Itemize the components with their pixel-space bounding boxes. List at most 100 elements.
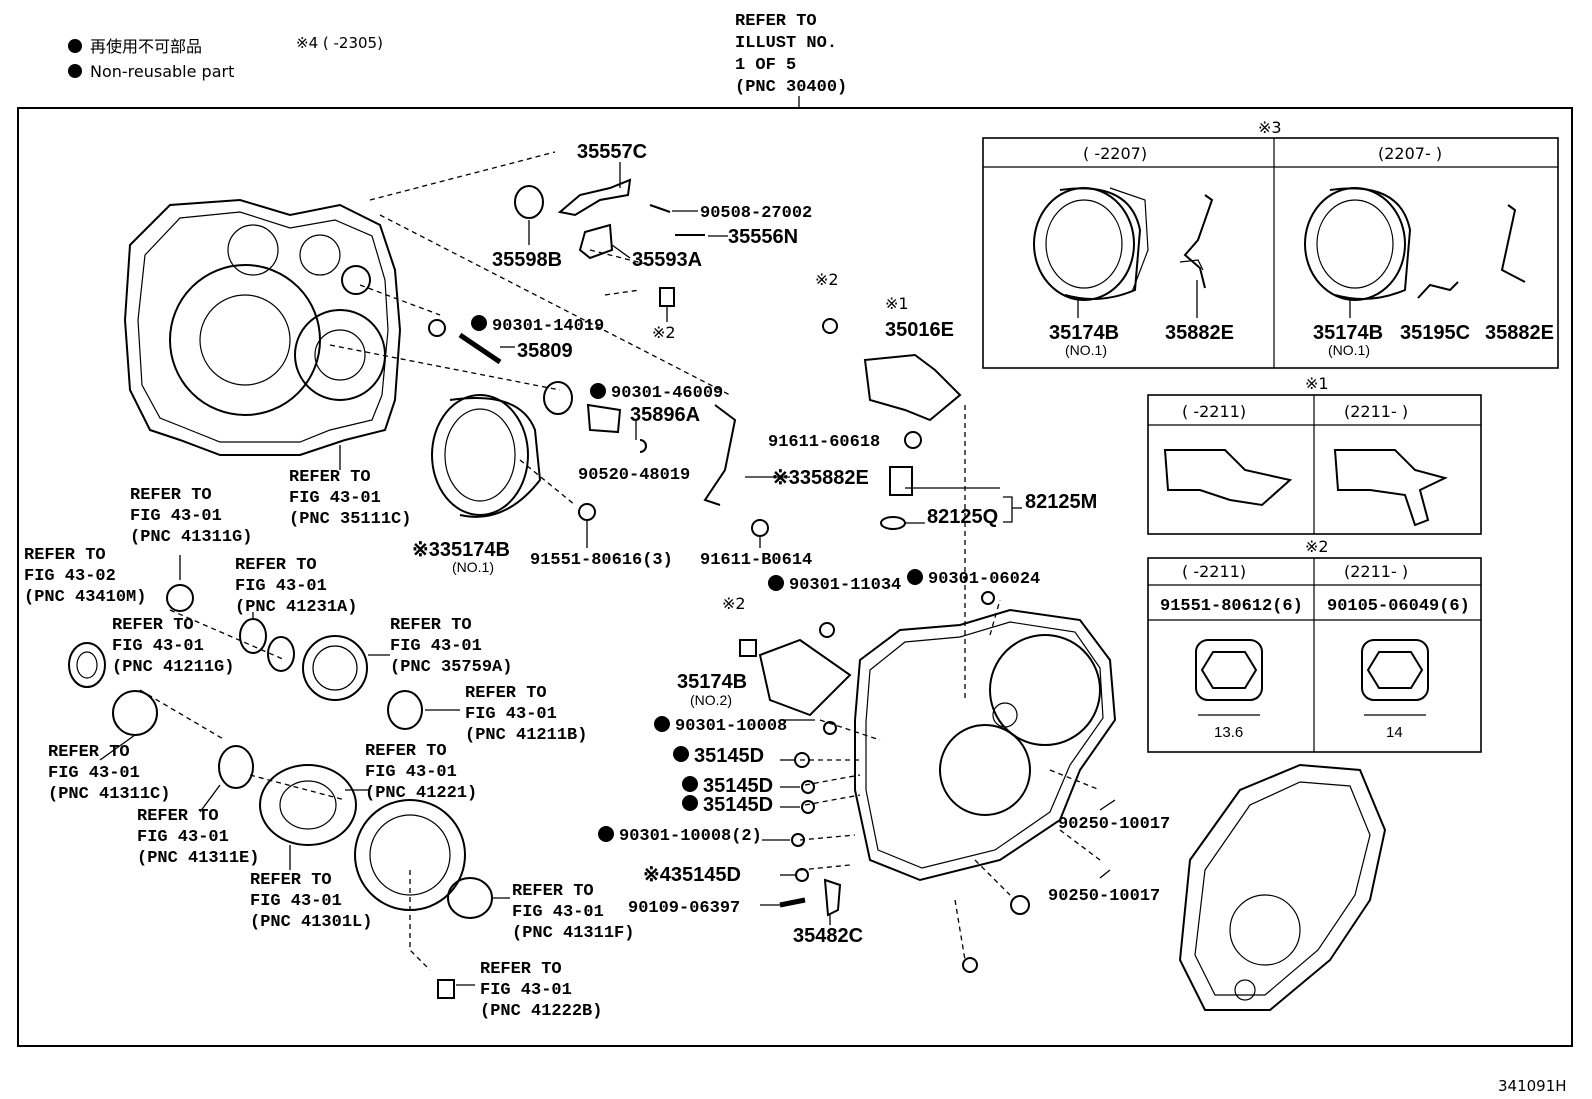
top-ref-line: ILLUST NO. [735,34,837,53]
ref-line: REFER TO [250,871,332,890]
part-label: 90301-10008(2) [619,827,762,846]
top-reference: REFER TO ILLUST NO. 1 OF 5 (PNC 30400) [735,12,847,108]
inset-1-right-header: (2211- ) [1344,402,1408,421]
inset-3-right-header: (2207- ) [1378,144,1442,163]
non-reusable-dot-icon [654,716,670,732]
part-label: 90301-10008 [675,717,787,736]
non-reusable-dot-icon [68,64,82,78]
ref-line: FIG 43-01 [235,577,327,596]
part-label: 35809 [517,340,573,362]
inset-2-left-dim: 13.6 [1214,724,1243,741]
ref-line: FIG 43-01 [365,763,457,782]
non-reusable-dot-icon [907,569,923,585]
ref-line: (PNC 41311E) [137,849,259,868]
ref-line: REFER TO [512,882,594,901]
part-label: 90301-06024 [928,570,1040,589]
ref-line: FIG 43-01 [512,903,604,922]
inset-2-right-dim: 14 [1386,724,1403,741]
legend-jp: 再使用不可部品 [90,37,202,56]
ref-line: REFER TO [112,616,194,635]
part-label: 35593A [632,249,702,271]
part-label: 90250-10017 [1048,887,1160,906]
transmission-case-drawing [123,198,402,456]
inset-3-right-part: 35195C [1400,322,1470,344]
part-label: 35145D [703,775,773,797]
part-label: 35016E [885,319,954,341]
part-label-sub: (NO.1) [452,559,494,575]
ref-line: (PNC 41221) [365,784,477,803]
ref-line: (PNC 41311F) [512,924,634,943]
part-label: 91551-80616(3) [530,551,673,570]
ref-line: REFER TO [289,468,371,487]
part-label-mark: ※2 [652,323,676,342]
bolt-head-drawing [1195,639,1263,701]
inset-2-right-part: 90105-06049(6) [1327,597,1470,616]
part-label: 91611-60618 [768,433,880,452]
ref-line: REFER TO [137,807,219,826]
ref-line: (PNC 41311G) [130,528,252,547]
part-label: 82125M [1025,491,1097,513]
part-label: ※335174B [412,539,510,561]
extension-housing-drawing [1178,763,1387,1011]
inset-3-left-part: 35174B [1049,322,1119,344]
part-labels: 35557C 90508-27002 35556N 35598B 35593A … [412,141,1170,947]
bracket-drawing [1179,194,1214,289]
non-reusable-dot-icon [471,315,487,331]
non-reusable-dot-icon [590,383,606,399]
ref-line: FIG 43-01 [48,764,140,783]
inset-1-left-header: ( -2211) [1182,402,1246,421]
inset-1-mark: ※1 [1305,374,1329,393]
bracket-drawing [863,353,962,422]
clip-drawing [1417,281,1459,299]
part-label-mark: ※2 [815,270,839,289]
ref-line: FIG 43-01 [250,892,342,911]
part-label-mark: ※2 [722,594,746,613]
reference-labels: REFER TO FIG 43-01 (PNC 35111C) REFER TO… [24,468,634,1021]
part-label: 90250-10017 [1058,815,1170,834]
legend: 再使用不可部品 Non-reusable part ※4 ( -2305) [68,34,383,81]
bracket-drawing [1163,449,1293,507]
part-label: 35145D [703,794,773,816]
ref-line: REFER TO [480,960,562,979]
inset-3-right-sub: (NO.1) [1328,342,1370,358]
non-reusable-dot-icon [68,39,82,53]
ref-line: REFER TO [465,684,547,703]
inset-2-right-header: (2211- ) [1344,562,1408,581]
cover-plate-drawing [1304,187,1412,301]
inset-2-left-header: ( -2211) [1182,562,1246,581]
inset-2: ※2 ( -2211) (2211- ) 91551-80612(6) 9010… [1147,537,1482,753]
part-label: 35482C [793,925,863,947]
ref-line: (PNC 35111C) [289,510,411,529]
part-label-mark: ※1 [885,294,909,313]
assembly-lines [139,151,1101,971]
part-label: 90301-14019 [492,317,604,336]
part-label: 90520-48019 [578,466,690,485]
transaxle-housing-drawing [739,591,1117,973]
part-label: 90508-27002 [700,204,812,223]
ref-line: (PNC 43410M) [24,588,146,607]
ref-line: (PNC 41231A) [235,598,357,617]
part-label: 35174B [677,671,747,693]
non-reusable-dot-icon [682,795,698,811]
ref-line: REFER TO [24,546,106,565]
inset-1: ※1 ( -2211) (2211- ) [1147,374,1482,535]
part-label: 35145D [694,745,764,767]
main-frame [17,107,1573,1047]
rod-drawing [1500,204,1526,283]
legend-en: Non-reusable part [90,62,234,81]
cover-plate-drawing [1033,187,1149,301]
inset-3-left-header: ( -2207) [1083,144,1147,163]
ref-line: (PNC 41211B) [465,726,587,745]
inset-2-left-part: 91551-80612(6) [1160,597,1303,616]
part-label: 90109-06397 [628,899,740,918]
top-ref-line: REFER TO [735,12,817,31]
ref-line: REFER TO [235,556,317,575]
part-label: 91611-B0614 [700,551,812,570]
ref-line: FIG 43-01 [465,705,557,724]
part-label: 35896A [630,404,700,426]
ref-line: FIG 43-01 [390,637,482,656]
bolt-head-drawing [1361,639,1429,701]
ref-line: FIG 43-01 [130,507,222,526]
inset-3-left-sub: (NO.1) [1065,342,1107,358]
